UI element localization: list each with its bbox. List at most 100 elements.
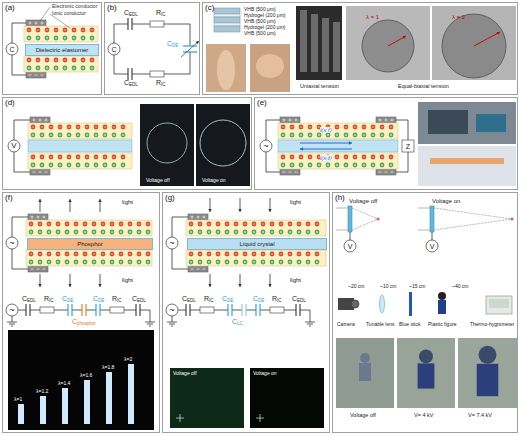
ion: [146, 222, 151, 227]
annotation-label: V: [430, 243, 435, 250]
plus-sign: [114, 134, 115, 137]
plus-sign: [290, 119, 291, 122]
ion: [27, 28, 32, 33]
minus-sign: [95, 127, 98, 128]
ion: [56, 230, 61, 235]
ionic-layer: [186, 220, 326, 236]
annotation-label: V: [348, 243, 353, 250]
plus-sign: [283, 164, 284, 167]
minus-sign: [113, 157, 116, 158]
arrow-head: [38, 284, 41, 287]
annotation-label: EDL: [129, 13, 138, 18]
plus-sign: [68, 165, 71, 166]
plus-sign: [272, 261, 273, 264]
wire: [310, 310, 311, 322]
plus-sign: [55, 38, 58, 39]
annotation-label: Hydrogel (200 μm): [244, 13, 286, 18]
plus-sign: [272, 231, 273, 234]
material-layer: Dielectric elastomer: [25, 44, 99, 56]
plus-sign: [41, 165, 44, 166]
ion: [54, 36, 59, 41]
plus-sign: [38, 67, 39, 70]
plus-sign: [363, 135, 366, 136]
membrane: [362, 20, 414, 72]
ion: [128, 230, 133, 235]
plus-sign: [83, 67, 84, 70]
hygrometer-screen: [489, 299, 509, 308]
plus-sign: [31, 231, 32, 234]
capacitor-plate: [127, 68, 128, 80]
plus-sign: [41, 23, 44, 24]
arrow-head: [403, 36, 406, 39]
wire: [396, 120, 408, 121]
capacitor-gap: [242, 304, 246, 316]
annotation-label: light: [122, 277, 133, 283]
capacitance-meter: [108, 43, 120, 55]
minus-sign: [244, 254, 247, 255]
plus-sign: [87, 134, 88, 137]
wire: [190, 52, 191, 74]
plus-sign: [46, 38, 49, 39]
ion: [31, 155, 36, 160]
plus-sign: [260, 414, 261, 422]
plus-sign: [105, 164, 106, 167]
figure-panel: (f)Phosphor: [2, 192, 160, 433]
plus-sign: [82, 38, 85, 39]
ion: [353, 155, 358, 160]
plus-sign: [104, 165, 107, 166]
ion: [371, 155, 376, 160]
minus-sign: [271, 254, 274, 255]
electrode: [376, 117, 396, 123]
figure: [419, 349, 433, 363]
minus-sign: [282, 157, 285, 158]
minus-sign: [262, 224, 265, 225]
ion: [270, 252, 275, 257]
ion: [58, 133, 63, 138]
plus-sign: [346, 164, 347, 167]
plus-sign: [209, 231, 210, 234]
leader-line: [40, 7, 50, 21]
minus-sign: [191, 269, 194, 270]
plus-sign: [76, 231, 77, 234]
plus-sign: [296, 119, 297, 122]
camera-lens: [351, 300, 359, 308]
ground-symbol: [305, 322, 315, 323]
ion: [31, 133, 36, 138]
wire: [12, 217, 13, 237]
minus-sign: [138, 224, 141, 225]
ion: [49, 163, 54, 168]
minus-sign: [66, 224, 69, 225]
ion: [65, 222, 70, 227]
plus-sign: [73, 38, 76, 39]
plus-sign: [114, 164, 115, 167]
plus-sign: [235, 232, 238, 233]
ion: [110, 222, 115, 227]
plus-sign: [310, 134, 311, 137]
plus-sign: [37, 217, 40, 218]
capacitor-plate: [189, 304, 190, 316]
ion: [252, 230, 257, 235]
annotation-label: C: [124, 9, 129, 16]
annotation-label: IC: [49, 299, 54, 304]
plus-sign: [75, 262, 78, 263]
plus-sign: [31, 217, 34, 218]
plus-sign: [199, 262, 202, 263]
plus-sign: [69, 164, 70, 167]
plus-sign: [120, 262, 123, 263]
capacitor-plate: [25, 304, 26, 316]
electrode: [376, 169, 396, 175]
annotation-label: λ=1.2: [36, 389, 48, 394]
plus-sign: [147, 232, 150, 233]
ionic-layer: [24, 56, 98, 72]
annotation-label: C: [111, 46, 116, 53]
minus-sign: [77, 157, 80, 158]
plus-sign: [82, 68, 85, 69]
minus-sign: [262, 254, 265, 255]
capacitor-plate: [85, 304, 86, 316]
annotation-label: EDL: [187, 299, 196, 304]
source-circle: [8, 140, 20, 152]
plus-sign: [327, 165, 330, 166]
instrument: [476, 114, 506, 132]
ion: [47, 222, 52, 227]
